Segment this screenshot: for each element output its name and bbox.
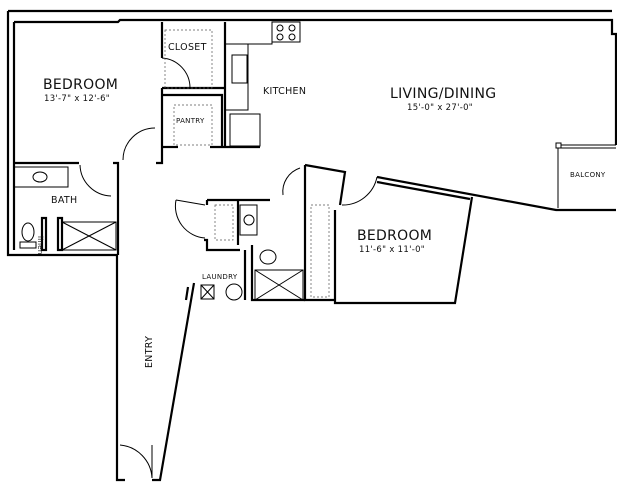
pantry-label: PANTRY (176, 117, 205, 125)
door-swings (79, 57, 378, 479)
closet-label: CLOSET (168, 42, 207, 53)
bedroom2-label: BEDROOM (357, 228, 433, 244)
living-dining-label: LIVING/DINING (390, 86, 497, 102)
walls (6, 9, 617, 482)
balcony-label: BALCONY (570, 171, 606, 179)
stove-icon (271, 21, 301, 43)
kitchen-label: KITCHEN (263, 86, 307, 97)
entry-label: ENTRY (144, 335, 155, 368)
sink-icon (231, 54, 248, 84)
linen-label: linen (36, 236, 44, 255)
bedroom2-dims: 11'-6" x 11'-0" (359, 245, 426, 255)
living-dining-dims: 15'-0" x 27'-0" (407, 103, 474, 113)
bath-label: BATH (51, 195, 78, 206)
shower-icon (61, 221, 117, 251)
toilet-icon (21, 222, 35, 242)
balcony-railing (555, 142, 616, 208)
fixtures (13, 21, 330, 301)
laundry-label: LAUNDRY (202, 273, 238, 281)
bedroom1-dims: 13'-7" x 12'-6" (44, 94, 111, 104)
bedroom1-label: BEDROOM (43, 77, 119, 93)
